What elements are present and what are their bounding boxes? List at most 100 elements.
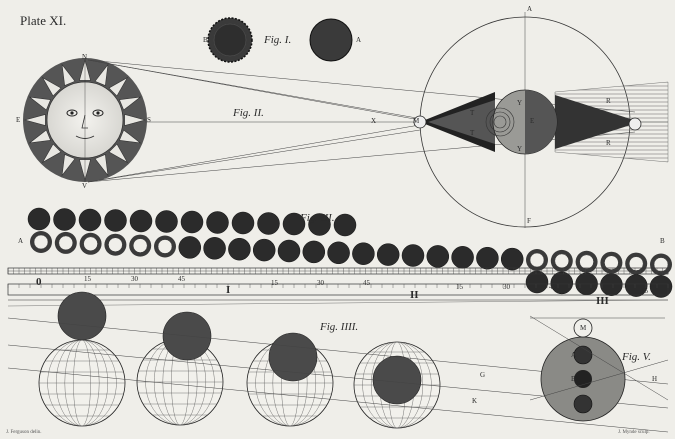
sun-ray	[28, 96, 51, 111]
fig3-dark-row	[27, 207, 357, 237]
moon-phase	[203, 237, 226, 260]
moon-phase	[277, 239, 301, 263]
fig2-label-f: F	[527, 217, 531, 225]
scale-number: 15	[456, 283, 463, 291]
scale-number: 45	[178, 275, 185, 283]
sun-ray	[41, 76, 62, 97]
dark-moon	[129, 209, 153, 233]
sun-ray	[61, 63, 76, 86]
scale-bars	[7, 267, 669, 307]
moon-phase	[54, 231, 77, 254]
fig2-label-t-top: T	[470, 109, 475, 117]
sun-ray	[94, 63, 109, 86]
scale-roman-3: III	[596, 295, 609, 307]
dark-moon	[282, 212, 306, 236]
dark-moon	[104, 209, 127, 232]
sun-ray	[28, 129, 51, 144]
scale-number: 45	[549, 283, 556, 291]
dark-moon	[180, 210, 204, 234]
scale-roman-1: I	[226, 284, 231, 296]
sun-ray	[94, 154, 109, 177]
fig2-label-v: V	[82, 182, 88, 190]
scale-number: 30	[503, 283, 510, 291]
earth-globe	[38, 339, 126, 427]
dark-moon	[206, 211, 229, 234]
fig2-label-a: A	[527, 5, 533, 13]
fig5-label-b: B	[571, 375, 576, 383]
dark-moon	[53, 208, 76, 231]
moon-phase	[302, 240, 326, 264]
credit-left: J. Ferguson delin.	[6, 430, 42, 435]
fig5-label-a: A	[571, 351, 577, 359]
moon-phase	[401, 244, 425, 267]
fig2-light-lines	[87, 59, 636, 183]
fig2-label-s: S	[147, 116, 151, 124]
moon-phase	[525, 249, 549, 294]
fig2-label-x: X	[371, 117, 377, 125]
fig2-label-m: M	[413, 117, 420, 125]
fig1-moon-left	[207, 17, 253, 63]
moon-phase	[154, 235, 176, 258]
fig1-label-right: A	[356, 36, 362, 44]
sun-ray	[61, 154, 76, 177]
fig2-label-e: E	[530, 117, 535, 125]
dark-moon	[308, 213, 331, 236]
scale-number: 15	[641, 287, 648, 295]
fig5-diagram	[529, 315, 669, 422]
sun-ray	[119, 129, 142, 144]
fig4-globes	[38, 338, 441, 429]
fig5-label-g: G	[480, 371, 486, 379]
fig4-title: Fig. IIII.	[320, 321, 359, 333]
moon-phase	[252, 238, 276, 262]
moon-phase	[79, 232, 102, 255]
fig2-title: Fig. II.	[233, 107, 264, 119]
moon-phase	[30, 231, 52, 253]
dark-moon	[231, 211, 255, 235]
fig1-label-left: B	[203, 36, 208, 44]
fig3-title: Fig. III.	[300, 212, 335, 224]
dark-moon	[257, 212, 280, 235]
fig3-phase-row	[30, 231, 673, 298]
fig2-sun	[23, 58, 147, 182]
scale-roman-0: 0	[36, 276, 42, 288]
moon-phase	[228, 237, 251, 261]
moon-phase	[104, 233, 127, 256]
plate-title: Plate XI.	[20, 13, 67, 28]
scale-roman-2: II	[410, 289, 419, 301]
scale-number: 30	[317, 279, 324, 287]
moon-phase	[575, 250, 598, 296]
dark-moon	[27, 207, 51, 231]
fig1-moon-right	[309, 18, 353, 62]
sun-ray	[108, 143, 129, 164]
fig3-label-a: A	[18, 237, 24, 245]
scale-number: 30	[131, 275, 138, 283]
fig2-label-y-bottom: Y	[517, 145, 523, 153]
fig3-label-b: B	[660, 237, 665, 245]
moon-phase	[426, 245, 450, 268]
sun-ray	[23, 114, 46, 126]
fig2-label-r-bottom: R	[606, 139, 611, 147]
fig1-title: Fig. I.	[264, 34, 292, 46]
fig5-label-h: H	[652, 375, 658, 383]
moon-phase	[476, 246, 499, 270]
sun-ray	[124, 114, 147, 126]
moon-phase	[376, 243, 400, 266]
fig2-label-n: N	[82, 53, 88, 61]
moon-phase	[500, 247, 524, 271]
moon-phase	[649, 253, 673, 298]
dark-moon	[155, 210, 178, 233]
moon-phase	[451, 246, 474, 269]
fig2-label-t-bottom: T	[470, 129, 475, 137]
sun-ray	[119, 96, 142, 111]
fig2-label-r-top: R	[606, 97, 611, 105]
credit-right: J. Mynde sculp.	[618, 430, 650, 435]
scale-number: 15	[84, 275, 91, 283]
scale-number: 45	[363, 279, 370, 287]
fig2-label-y-top: Y	[517, 99, 523, 107]
moon-phase	[624, 252, 648, 297]
fig2-label-e-sun: E	[16, 116, 21, 124]
dark-moon	[78, 208, 102, 232]
moon-phase	[327, 241, 350, 265]
